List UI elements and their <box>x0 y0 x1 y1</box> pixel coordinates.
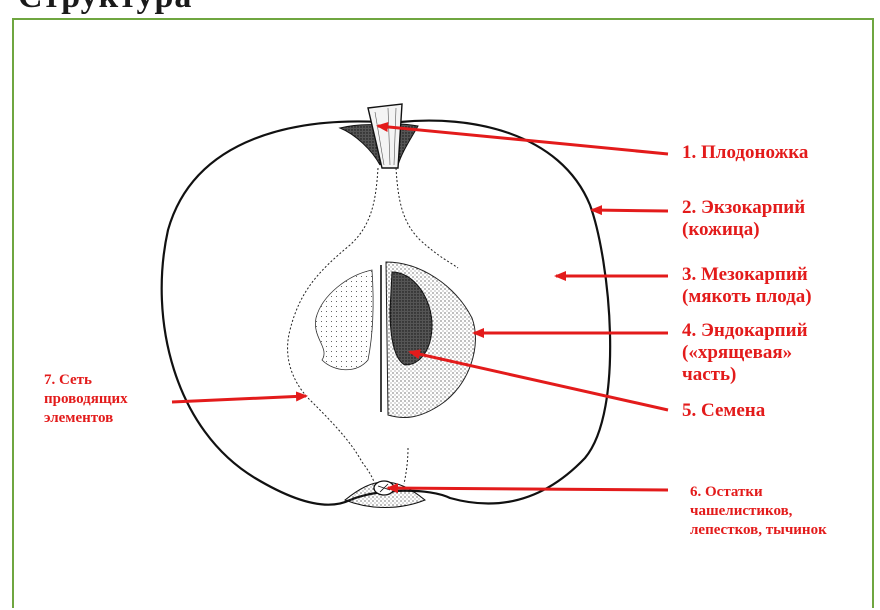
label-vascular-line-2: проводящих <box>44 390 128 409</box>
label-calyx-line-3: лепестков, тычинок <box>690 521 868 540</box>
label-calyx-line-1: 6. Остатки <box>690 483 868 502</box>
arrow-vascular <box>172 396 306 402</box>
arrow-peduncle <box>378 126 668 154</box>
label-mesocarp-line-1: 3. Мезокарпий <box>682 264 812 286</box>
label-endocarp-line-3: часть) <box>682 364 808 386</box>
label-endocarp-line-1: 4. Эндокарпий <box>682 320 808 342</box>
label-vascular-line-1: 7. Сеть <box>44 371 128 390</box>
label-vascular: 7. Сеть проводящих элементов <box>44 371 128 427</box>
label-mesocarp: 3. Мезокарпий (мякоть плода) <box>682 264 812 308</box>
label-calyx: 6. Остатки чашелистиков, лепестков, тычи… <box>690 483 868 539</box>
arrow-exocarp <box>592 210 668 211</box>
label-vascular-line-3: элементов <box>44 409 128 428</box>
label-exocarp: 2. Экзокарпий (кожица) <box>682 197 805 241</box>
apple-outline <box>162 121 610 505</box>
label-exocarp-line-1: 2. Экзокарпий <box>682 197 805 219</box>
label-peduncle-line-1: 1. Плодоножка <box>682 142 808 164</box>
label-endocarp-line-2: («хрящевая» <box>682 342 808 364</box>
arrow-calyx <box>388 488 668 490</box>
label-exocarp-line-2: (кожица) <box>682 219 805 241</box>
left-carpel <box>315 270 373 370</box>
label-calyx-line-2: чашелистиков, <box>690 502 868 521</box>
label-seeds-line-1: 5. Семена <box>682 400 765 422</box>
label-endocarp: 4. Эндокарпий («хрящевая» часть) <box>682 320 808 386</box>
label-peduncle: 1. Плодоножка <box>682 142 808 164</box>
label-seeds: 5. Семена <box>682 400 765 422</box>
label-mesocarp-line-2: (мякоть плода) <box>682 286 812 308</box>
